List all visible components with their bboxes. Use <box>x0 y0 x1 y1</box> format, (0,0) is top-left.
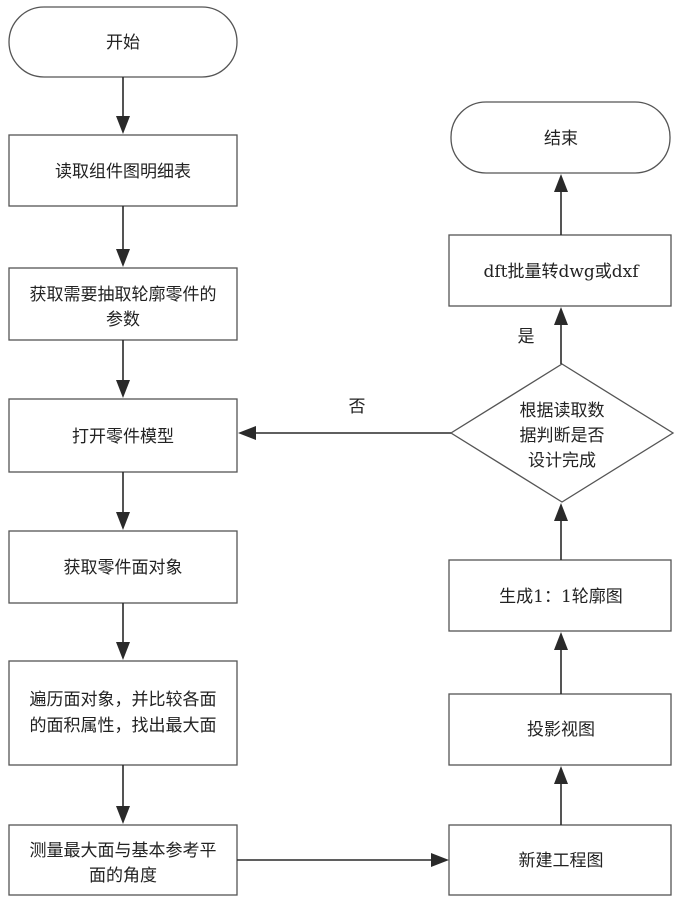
arrow-up-icon <box>554 766 568 784</box>
decision-diamond <box>449 363 675 503</box>
open-model-label: 打开零件模型 <box>72 427 174 447</box>
arrow-up-icon <box>554 632 568 650</box>
arrow-down-icon <box>116 380 130 398</box>
measure-angle-step: 测量最大面与基本参考平 面的角度 <box>8 824 238 896</box>
decision-node: 根据读取数 据判断是否 设计完成 <box>449 363 675 503</box>
new-drawing-box <box>448 824 672 896</box>
connector-projection-to-outline <box>554 632 568 694</box>
decision-label-line2: 据判断是否 <box>520 426 605 446</box>
connector-decision-no-to-open-model <box>238 426 451 440</box>
generate-outline-step: 生成1：1轮廓图 <box>448 559 672 632</box>
connector-open-to-faces <box>116 472 130 530</box>
end-node: 结束 <box>450 101 671 174</box>
connector-params-to-open <box>116 340 130 398</box>
edge-label-yes: 是 <box>518 327 535 347</box>
projection-box <box>448 693 672 766</box>
read-bom-step: 读取组件图明细表 <box>8 134 238 207</box>
edge-label-no: 否 <box>349 397 366 417</box>
new-drawing-label: 新建工程图 <box>519 851 604 871</box>
connector-decision-to-convert <box>554 307 568 364</box>
connector-faces-to-traverse <box>116 603 130 660</box>
decision-label-line1: 根据读取数 <box>520 401 605 421</box>
connector-outline-to-decision <box>554 503 568 560</box>
start-node-label: 开始 <box>106 33 140 53</box>
arrow-right-icon <box>431 853 449 867</box>
arrow-up-icon <box>554 307 568 325</box>
arrow-up-icon <box>554 174 568 192</box>
decision-label-line3: 设计完成 <box>528 451 596 471</box>
traverse-faces-label-line2: 的面积属性，找出最大面 <box>30 716 217 736</box>
connector-traverse-to-measure <box>116 765 130 824</box>
generate-outline-label: 生成1：1轮廓图 <box>499 587 623 607</box>
connector-start-to-read <box>116 77 130 134</box>
read-bom-box <box>8 134 238 207</box>
open-model-box <box>8 398 238 473</box>
get-params-box <box>8 267 238 341</box>
measure-angle-box <box>8 824 238 896</box>
traverse-faces-box <box>8 660 238 766</box>
connector-measure-to-new-drawing <box>237 853 449 867</box>
projection-label: 投影视图 <box>527 720 595 740</box>
convert-label: dft批量转dwg或dxf <box>483 262 640 282</box>
get-params-step: 获取需要抽取轮廓零件的 参数 <box>8 267 238 341</box>
convert-box <box>448 234 672 307</box>
connector-new-drawing-to-projection <box>554 766 568 825</box>
connector-convert-to-end <box>554 174 568 235</box>
new-drawing-step: 新建工程图 <box>448 824 672 896</box>
end-node-label: 结束 <box>544 129 578 149</box>
arrow-down-icon <box>116 806 130 824</box>
measure-angle-label-line1: 测量最大面与基本参考平 <box>30 841 217 861</box>
end-node-shape <box>450 101 671 174</box>
traverse-faces-step: 遍历面对象，并比较各面 的面积属性，找出最大面 <box>8 660 238 766</box>
arrow-up-icon <box>554 503 568 521</box>
arrow-down-icon <box>116 642 130 660</box>
convert-step: dft批量转dwg或dxf <box>448 234 672 307</box>
projection-step: 投影视图 <box>448 693 672 766</box>
open-model-step: 打开零件模型 <box>8 398 238 473</box>
read-bom-label: 读取组件图明细表 <box>55 162 191 182</box>
get-params-label-line1: 获取需要抽取轮廓零件的 <box>30 285 217 305</box>
get-params-label-line2: 参数 <box>106 310 140 330</box>
traverse-faces-label-line1: 遍历面对象，并比较各面 <box>30 690 217 710</box>
connector-read-to-params <box>116 206 130 267</box>
arrow-down-icon <box>116 249 130 267</box>
get-faces-label: 获取零件面对象 <box>64 558 183 578</box>
arrow-left-icon <box>238 426 256 440</box>
generate-outline-box <box>448 559 672 632</box>
arrow-down-icon <box>116 116 130 134</box>
get-faces-step: 获取零件面对象 <box>8 530 238 604</box>
start-node: 开始 <box>8 6 238 78</box>
measure-angle-label-line2: 面的角度 <box>89 866 157 886</box>
arrow-down-icon <box>116 512 130 530</box>
